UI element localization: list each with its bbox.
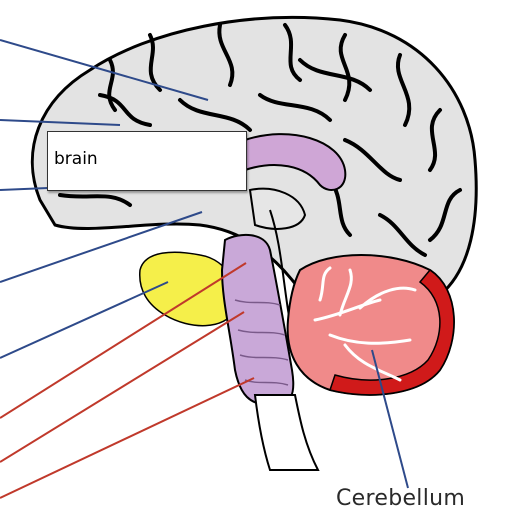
blue-pointer-lines bbox=[0, 39, 409, 489]
pointer-line bbox=[0, 281, 169, 359]
pointer-line bbox=[0, 377, 255, 499]
pointer-line bbox=[0, 187, 49, 191]
pointer-line bbox=[0, 262, 247, 419]
label-box[interactable]: brain bbox=[47, 131, 247, 191]
pointer-line bbox=[0, 39, 209, 101]
spinal-cord bbox=[253, 394, 320, 471]
pointer-line bbox=[371, 349, 409, 489]
pointer-line bbox=[0, 211, 203, 283]
pointer-line bbox=[0, 311, 245, 463]
red-pointer-lines bbox=[0, 262, 255, 499]
arbor-vitae bbox=[313, 266, 417, 382]
label-text: brain bbox=[54, 149, 98, 169]
pointer-line bbox=[0, 119, 121, 126]
thalamus bbox=[248, 187, 307, 230]
corpus-callosum bbox=[244, 133, 347, 191]
cerebrum-folds bbox=[58, 23, 462, 257]
cerebellum-label: Cerebellum bbox=[336, 486, 466, 511]
cerebellum-rim bbox=[329, 269, 455, 396]
